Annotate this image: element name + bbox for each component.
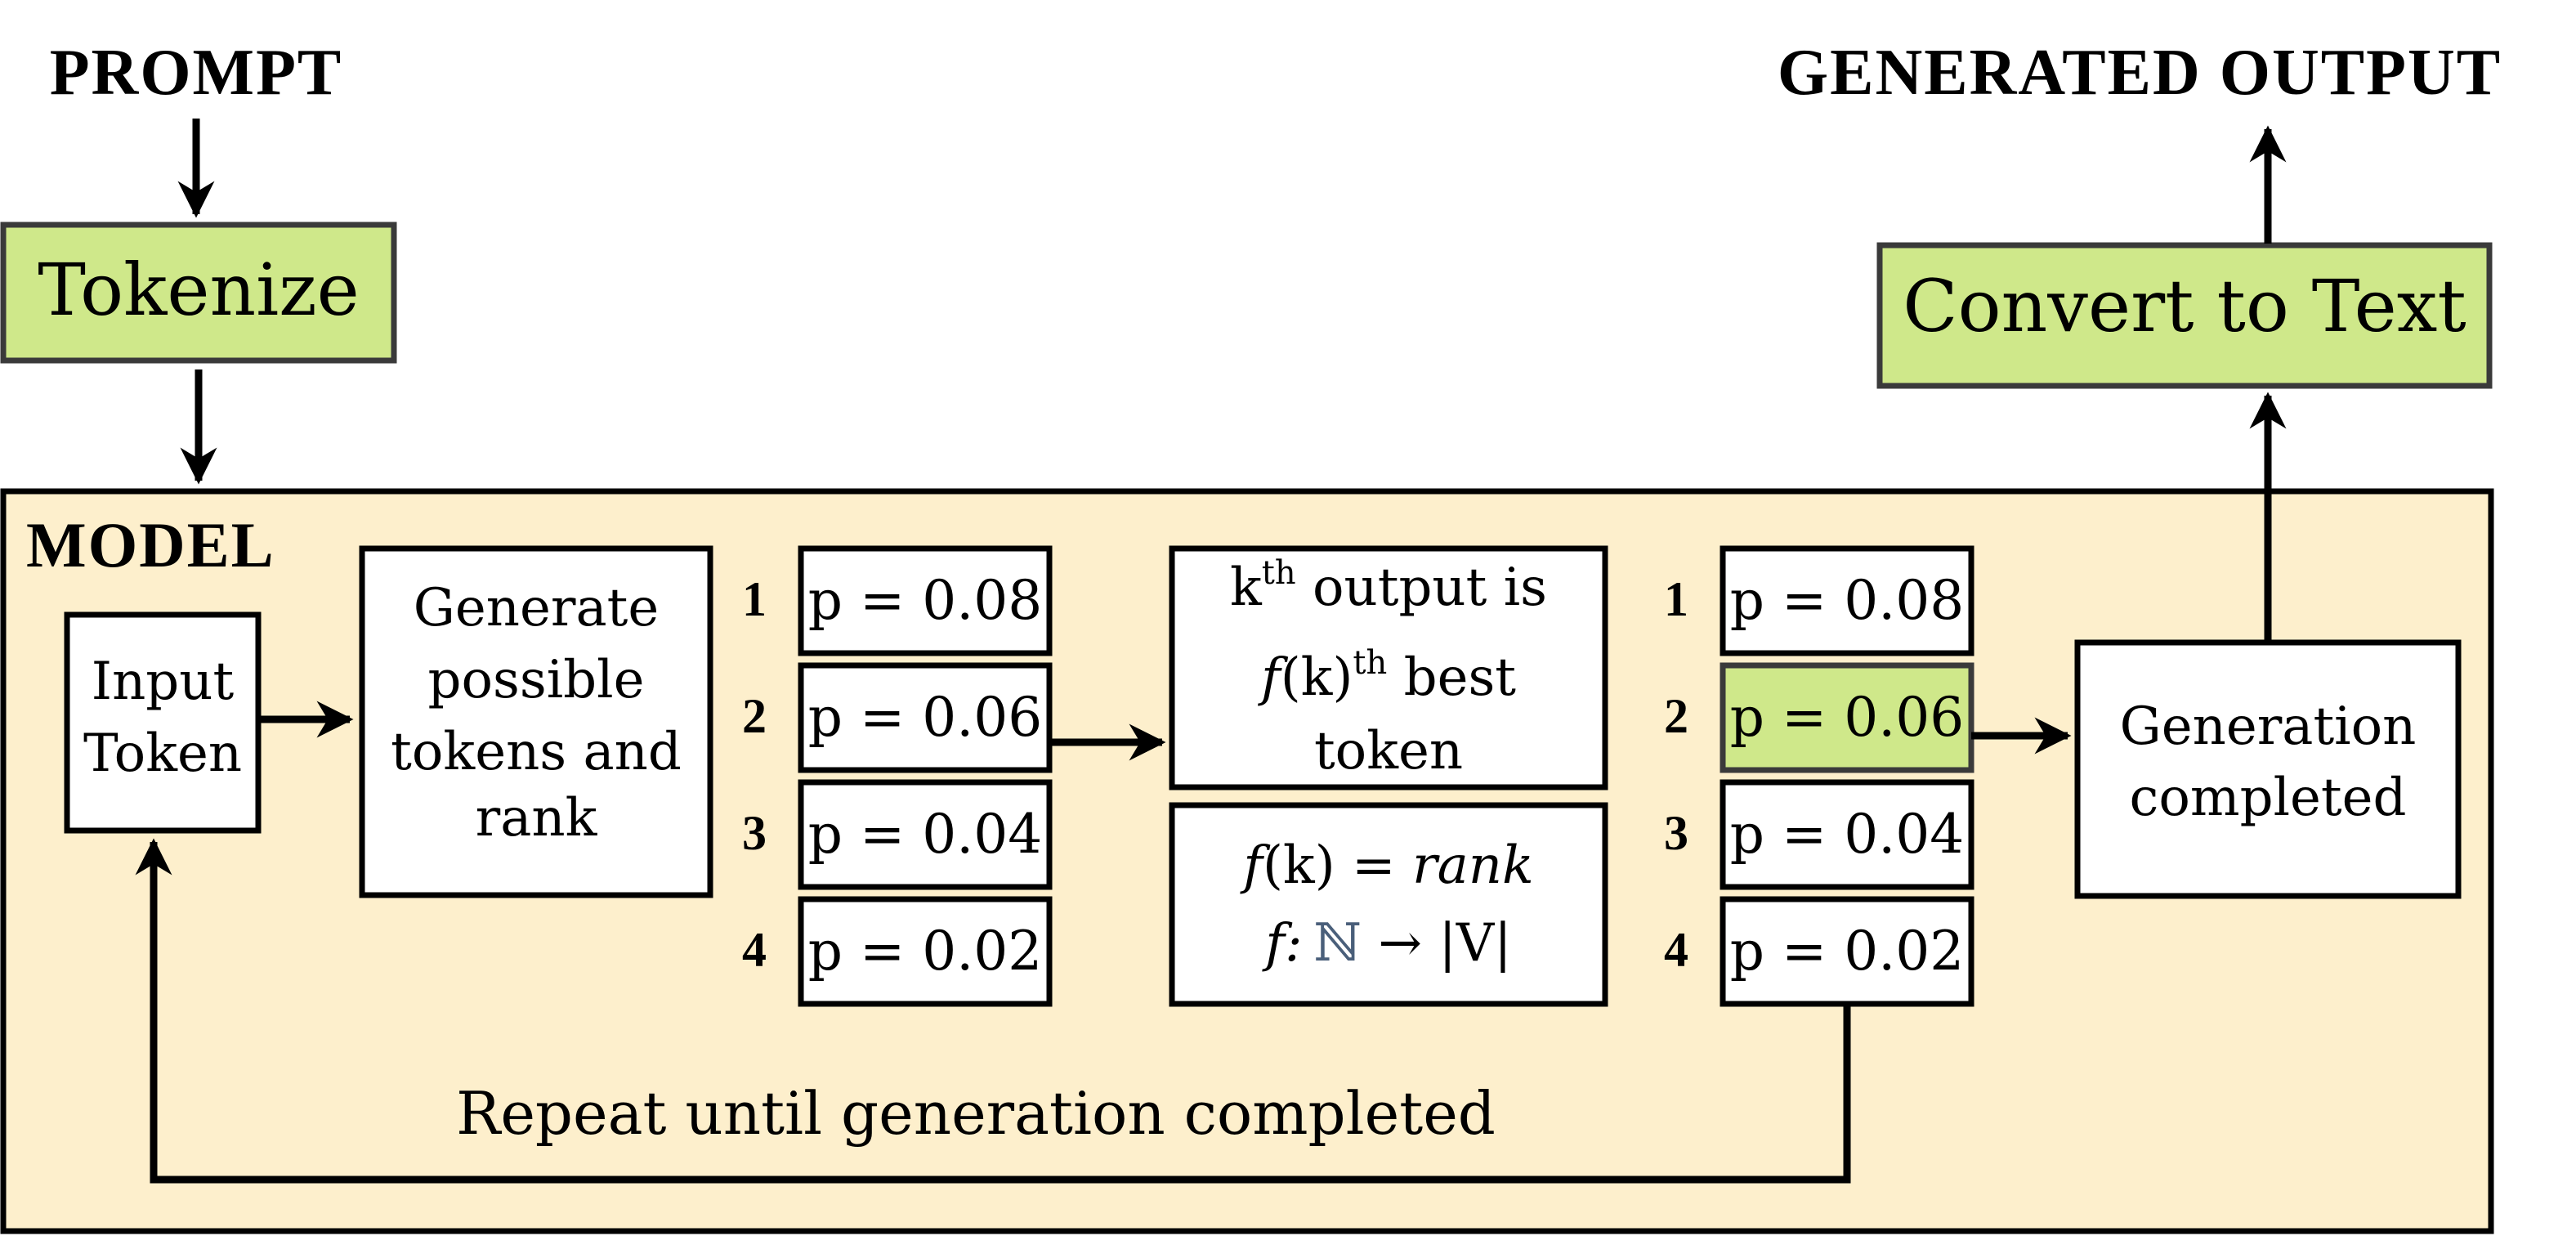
probability-box <box>798 779 1053 890</box>
rank-label: 3 <box>1664 806 1690 860</box>
repeat-label: Repeat until generation completed <box>456 1079 1496 1148</box>
probability-value: p = 0.08 <box>808 569 1042 632</box>
rank-label: 4 <box>1664 923 1690 977</box>
rank-label: 1 <box>742 572 768 626</box>
rank-label: 2 <box>1664 689 1690 743</box>
probability-value: p = 0.04 <box>1730 803 1964 866</box>
kth-line-3: token <box>1314 721 1463 781</box>
input-token-box: Input Token <box>64 611 262 834</box>
kth-line-1: kth output is <box>1230 554 1547 618</box>
rank-label: 2 <box>742 689 768 743</box>
rank-function-line-1: f(k) = rank <box>1240 835 1533 896</box>
selected-probability-value: p = 0.06 <box>1730 686 1964 749</box>
selected-probability-box <box>1720 662 1974 773</box>
input-token-line-2: Token <box>83 723 242 784</box>
probability-box <box>1720 896 1974 1007</box>
generated-output-heading: GENERATED OUTPUT <box>1778 37 2502 109</box>
tokenize-box: Tokenize <box>0 222 397 364</box>
generate-line-1: Generate <box>414 578 659 638</box>
probability-value: p = 0.04 <box>808 803 1042 866</box>
generation-completed-box: Generation completed <box>2074 639 2462 899</box>
probability-value: p = 0.08 <box>1730 569 1964 632</box>
probability-list-1: 1 2 3 4 p = 0.08 p = 0.06 p = 0.04 p = 0… <box>742 545 1053 1007</box>
probability-list-2: 1 2 3 4 p = 0.08 p = 0.06 p = 0.04 p = 0… <box>1664 545 1974 1007</box>
generate-line-2: possible <box>428 650 645 710</box>
generation-completed-line-2: completed <box>2130 768 2407 828</box>
convert-to-text-label: Convert to Text <box>1903 264 2466 348</box>
probability-value: p = 0.02 <box>808 920 1042 983</box>
generate-line-4: rank <box>476 788 598 849</box>
probability-box <box>798 896 1053 1007</box>
input-token-line-1: Input <box>92 652 235 712</box>
generate-tokens-box: Generate possible tokens and rank <box>359 545 713 898</box>
probability-box <box>1720 545 1974 656</box>
rank-label: 3 <box>742 806 768 860</box>
rank-function-box: f(k) = rank f:ℕ → |V| <box>1169 802 1608 1007</box>
rank-label: 4 <box>742 923 768 977</box>
probability-value: p = 0.06 <box>808 686 1042 749</box>
generate-line-3: tokens and <box>391 722 682 782</box>
probability-box <box>798 545 1053 656</box>
kth-output-box: kth output is f(k)th best token <box>1169 545 1608 790</box>
rank-label: 1 <box>1664 572 1690 626</box>
repeat-loop-arrow <box>135 838 1851 1184</box>
model-label: MODEL <box>26 509 275 580</box>
rank-function-line-2: f:ℕ → |V| <box>1262 913 1511 974</box>
probability-box <box>1720 779 1974 890</box>
probability-value: p = 0.02 <box>1730 920 1964 983</box>
prompt-heading: PROMPT <box>50 37 343 109</box>
tokenize-label: Tokenize <box>38 248 360 332</box>
generation-completed-line-1: Generation <box>2120 696 2417 757</box>
convert-to-text-box: Convert to Text <box>1876 242 2493 389</box>
probability-box <box>798 662 1053 773</box>
kth-line-2: f(k)th best <box>1258 644 1516 708</box>
